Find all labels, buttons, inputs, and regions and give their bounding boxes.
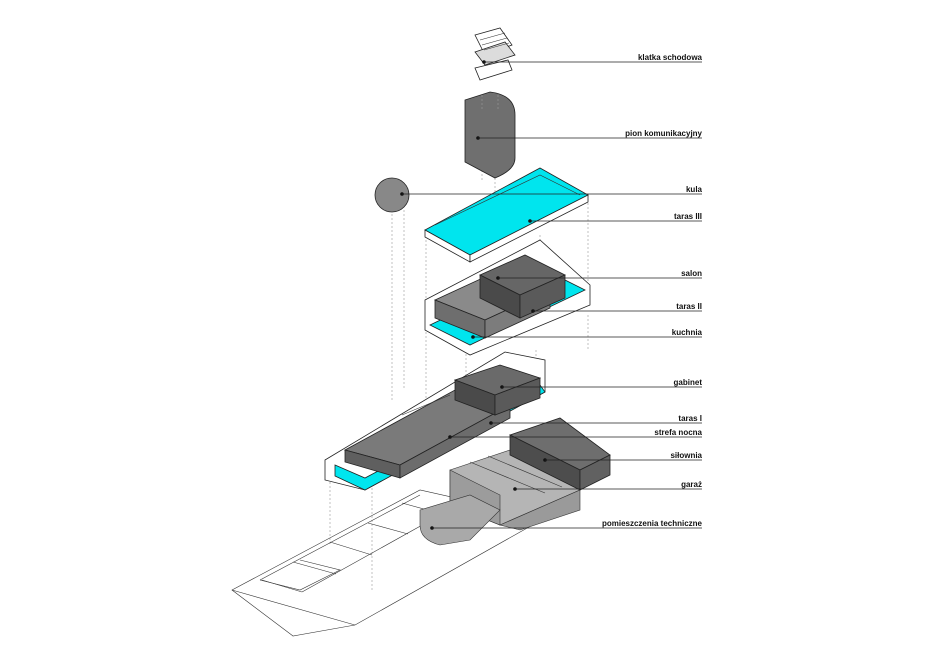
label-taras-iii: taras III [674, 212, 702, 221]
label-salon: salon [681, 269, 702, 278]
circulation-core [464, 91, 516, 179]
label-klatka-schodowa: klatka schodowa [638, 53, 703, 62]
label-strefa-nocna: strefa nocna [654, 428, 702, 437]
label-taras-i: taras I [678, 414, 702, 423]
label-silownia: siłownia [670, 451, 702, 460]
leader-lines [400, 60, 702, 530]
label-kula: kula [686, 185, 703, 194]
label-kuchnia: kuchnia [672, 328, 703, 337]
second-floor [424, 239, 591, 356]
sphere [374, 177, 410, 213]
label-taras-ii: taras II [676, 302, 702, 311]
staircase [474, 27, 516, 81]
third-floor [424, 167, 589, 263]
ground-floor-volumes [419, 417, 611, 546]
label-pomieszczenia-techniczne: pomieszczenia techniczne [602, 519, 703, 528]
labels: klatka schodowa pion komunikacyjny kula … [602, 53, 703, 528]
label-pion-komunikacyjny: pion komunikacyjny [625, 129, 702, 138]
label-garaz: garaż [681, 480, 702, 489]
label-gabinet: gabinet [674, 378, 703, 387]
